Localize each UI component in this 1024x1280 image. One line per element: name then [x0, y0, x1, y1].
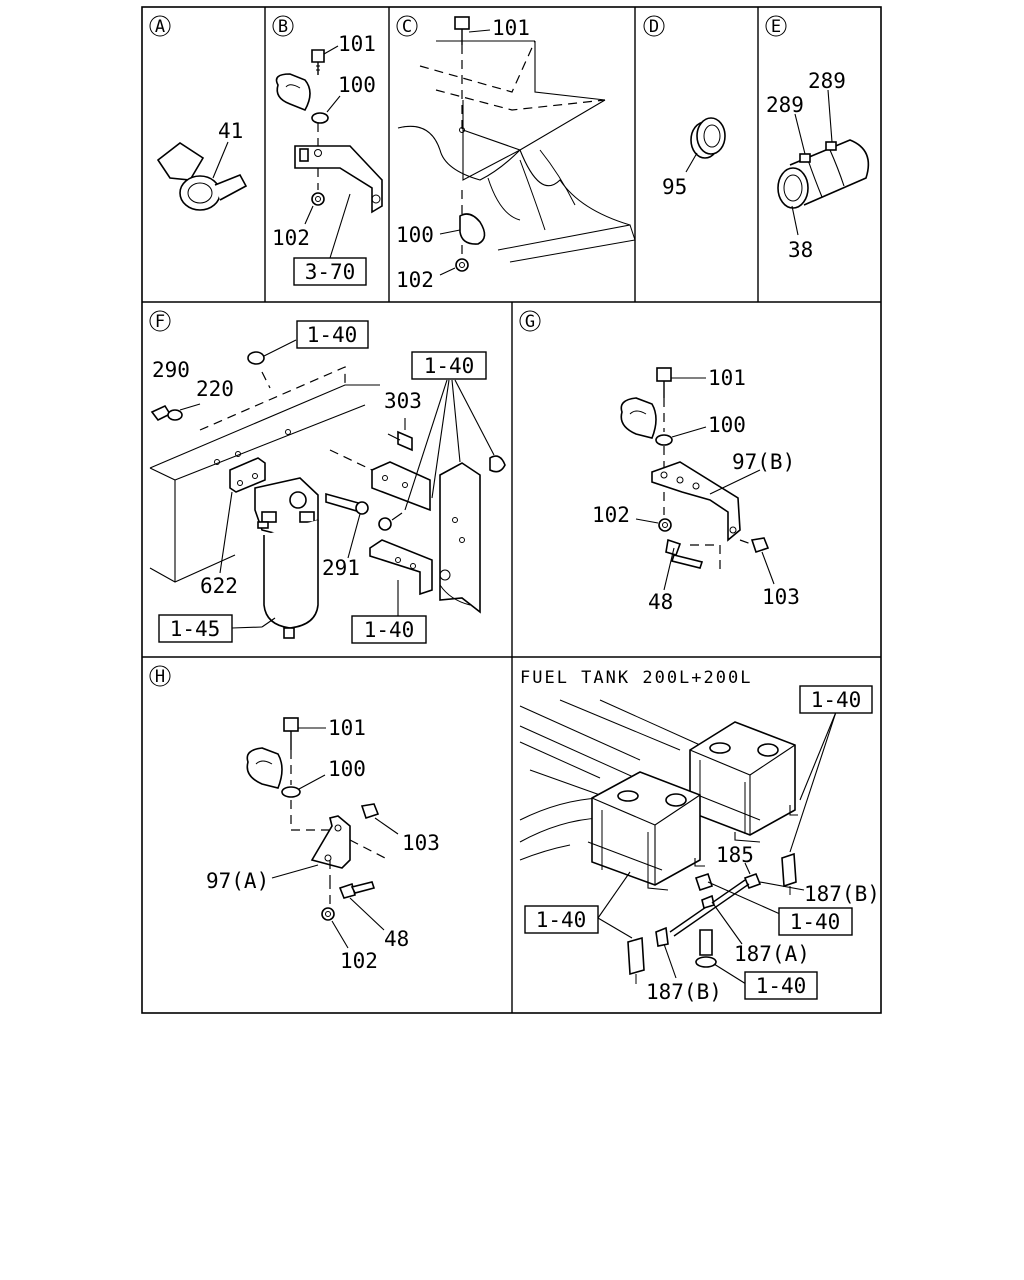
part-number-48: 48	[648, 590, 673, 614]
reference-3-70: 3-70	[293, 257, 367, 286]
bracket-a-assembly-drawing	[246, 717, 399, 949]
part-number-103: 103	[762, 585, 800, 609]
part-number-100: 100	[328, 757, 366, 781]
svg-text:1-40: 1-40	[811, 688, 862, 712]
part-number-48: 48	[384, 927, 409, 951]
grommet-drawing	[685, 117, 726, 173]
reference-1-40-upper: 1-40	[799, 685, 873, 714]
panel-letter-e: E	[765, 15, 787, 37]
reference-1-40-left: 1-40	[524, 905, 599, 934]
part-number-100: 100	[338, 73, 376, 97]
panel-letter-a: A	[149, 15, 171, 37]
bracket-assembly-drawing	[275, 45, 383, 259]
part-number-185: 185	[716, 843, 754, 867]
part-number-289-lower: 289	[766, 93, 804, 117]
part-number-187b-right: 187(B)	[804, 882, 880, 906]
reference-1-40-top: 1-40	[296, 320, 369, 349]
reference-1-40-lower: 1-40	[744, 971, 818, 1000]
part-number-187a: 187(A)	[734, 942, 810, 966]
panel-a: A 41	[149, 15, 248, 211]
svg-text:1-40: 1-40	[307, 323, 358, 347]
panel-h: H 101 100	[149, 665, 440, 973]
svg-text:H: H	[155, 667, 165, 687]
panel-d: D 95	[643, 15, 726, 199]
frame-section-drawing	[397, 16, 636, 276]
part-number-41: 41	[218, 119, 243, 143]
svg-text:1-40: 1-40	[536, 908, 587, 932]
reference-1-40-bottom: 1-40	[351, 615, 427, 644]
panel-b: B 101 100 102	[272, 15, 383, 286]
part-number-102: 102	[592, 503, 630, 527]
svg-text:B: B	[278, 17, 288, 37]
part-number-102: 102	[340, 949, 378, 973]
part-number-97a: 97(A)	[206, 869, 269, 893]
panel-letter-f: F	[149, 310, 171, 332]
svg-text:G: G	[525, 312, 535, 332]
hose-with-clamps-drawing	[777, 89, 870, 236]
panel-letter-b: B	[272, 15, 294, 37]
panel-letter-g: G	[519, 310, 541, 332]
svg-text:C: C	[402, 17, 412, 37]
svg-text:F: F	[155, 312, 165, 332]
part-number-101: 101	[338, 32, 376, 56]
fuel-tank-heading: FUEL TANK 200L+200L	[520, 668, 752, 688]
part-number-187b-bottom: 187(B)	[646, 980, 722, 1004]
fuel-filter-mount-drawing	[149, 339, 506, 639]
panel-g: G	[519, 310, 800, 614]
svg-text:1-45: 1-45	[170, 617, 221, 641]
panel-fuel-tank: FUEL TANK 200L+200L	[519, 668, 880, 1004]
reference-1-40-middle: 1-40	[778, 907, 853, 936]
panel-f: F	[149, 310, 506, 644]
svg-text:1-40: 1-40	[790, 910, 841, 934]
svg-text:D: D	[649, 17, 659, 37]
part-number-101: 101	[492, 16, 530, 40]
part-number-291: 291	[322, 556, 360, 580]
part-number-100: 100	[396, 223, 434, 247]
panel-grid	[141, 6, 882, 1014]
part-number-95: 95	[662, 175, 687, 199]
svg-text:A: A	[155, 17, 165, 37]
part-number-100: 100	[708, 413, 746, 437]
part-number-289-upper: 289	[808, 69, 846, 93]
svg-text:1-40: 1-40	[756, 974, 807, 998]
part-number-38: 38	[788, 238, 813, 262]
part-number-622: 622	[200, 574, 238, 598]
hose-clamp-drawing	[156, 141, 248, 211]
bracket-b-assembly-drawing	[620, 367, 775, 591]
part-number-102: 102	[396, 268, 434, 292]
part-number-102: 102	[272, 226, 310, 250]
fuel-tanks-drawing	[519, 699, 837, 985]
svg-text:1-40: 1-40	[364, 618, 415, 642]
part-number-101: 101	[328, 716, 366, 740]
panel-letter-c: C	[396, 15, 418, 37]
part-number-303: 303	[384, 389, 422, 413]
svg-text:1-40: 1-40	[424, 354, 475, 378]
reference-1-45: 1-45	[158, 614, 263, 643]
svg-text:E: E	[771, 17, 781, 37]
part-number-220: 220	[196, 377, 234, 401]
part-number-97b: 97(B)	[732, 450, 795, 474]
panel-letter-d: D	[643, 15, 665, 37]
svg-text:3-70: 3-70	[305, 260, 356, 284]
part-number-103: 103	[402, 831, 440, 855]
reference-1-40-right: 1-40	[411, 351, 487, 380]
panel-letter-h: H	[149, 665, 171, 687]
panel-e: E 289 289 38	[765, 15, 870, 262]
panel-c: C	[396, 15, 636, 292]
part-number-290: 290	[152, 358, 190, 382]
part-number-101: 101	[708, 366, 746, 390]
